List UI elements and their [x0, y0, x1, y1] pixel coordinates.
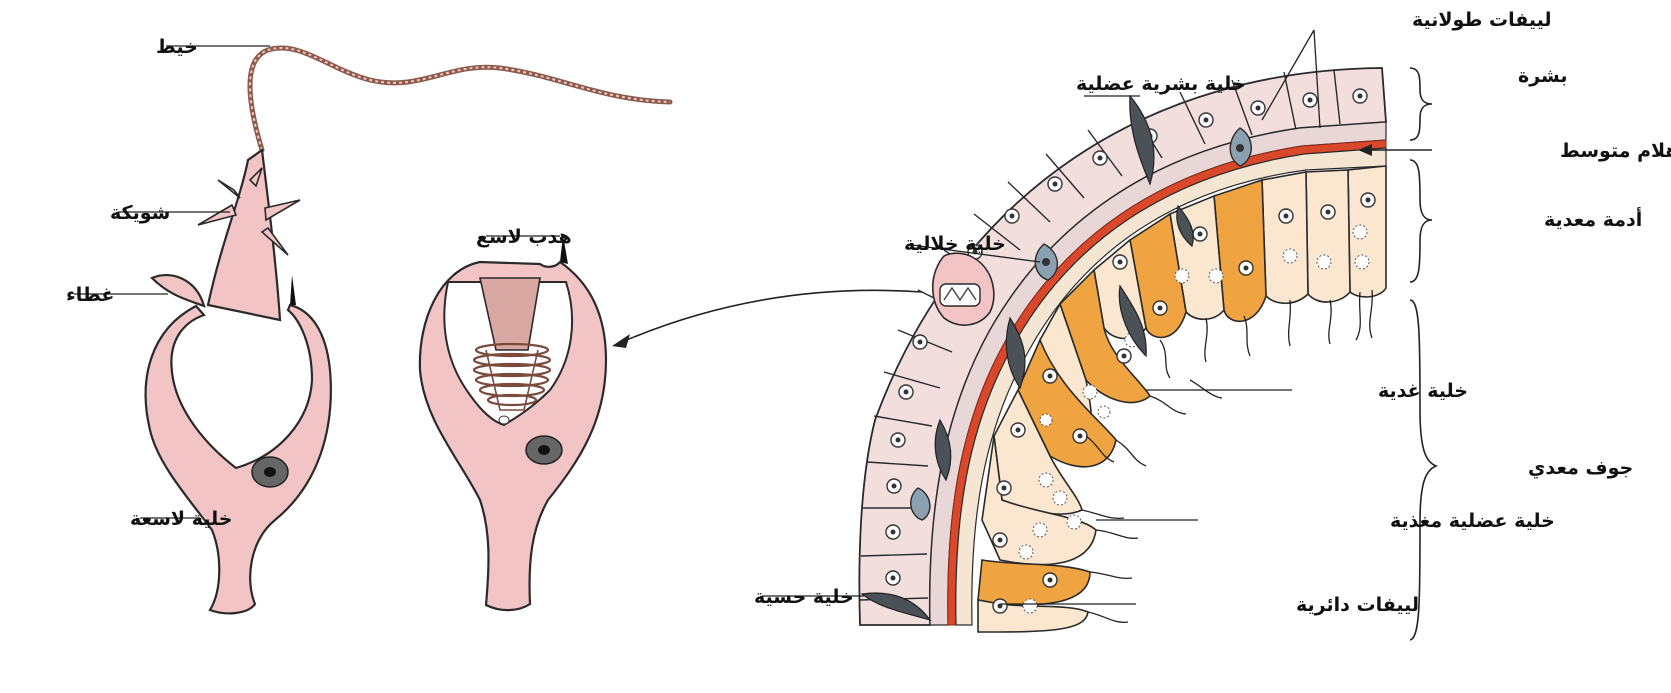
label-gastrovascular-cavity: جوف معدي: [1528, 457, 1633, 480]
gastrodermis-nuclei: [992, 192, 1376, 614]
layer-braces: [1409, 67, 1439, 641]
label-mesoglea: هلام متوسط: [1560, 140, 1671, 162]
label-epidermis: بشرة: [1518, 65, 1568, 87]
circular-fibers-band: [955, 147, 1387, 626]
label-nutritive-muscle-cell: خلية عضلية مغذية: [1390, 510, 1555, 532]
label-thread: خيط: [156, 36, 198, 58]
undischarged-cnidocyte: [418, 235, 608, 612]
lid: [150, 273, 206, 308]
thread: [247, 45, 673, 153]
label-gastrodermis: أدمة معدية: [1544, 207, 1642, 231]
leader-lines: [74, 29, 1321, 605]
gastrodermis-flagella: [1081, 289, 1373, 623]
label-lid: غطاء: [66, 284, 114, 306]
body-wall-section: [858, 67, 1439, 641]
nematocyst-tube: [479, 277, 541, 351]
label-cnidocil: هدب لاسع: [476, 226, 572, 248]
spines: [197, 167, 301, 256]
zoom-arrow: [621, 289, 923, 343]
label-interstitial-cell: خلية خلالية: [904, 233, 1006, 255]
body-wall-cnidocyte: [932, 252, 995, 326]
label-spine: شويكة: [110, 202, 170, 224]
label-epitheliomuscular-cell: خلية بشرية عضلية: [1076, 73, 1246, 95]
label-longitudinal-fibers: لييفات طولانية: [1412, 9, 1552, 31]
cnidocyte-body-left: [144, 303, 332, 615]
label-circular-fibers: لييفات دائرية: [1296, 594, 1419, 616]
nerve-cells: [860, 94, 1194, 622]
coiled-thread: [472, 342, 552, 407]
label-cnidocyte: خلية لاسعة: [130, 508, 232, 530]
interstitial-cells: [910, 127, 1252, 521]
discharged-cnidocyte: [144, 45, 673, 615]
thread-shaft: [206, 148, 282, 322]
gastrodermis-cells: [977, 165, 1387, 633]
label-gland-cell: خلية غدية: [1378, 380, 1468, 402]
label-sensory-cell: خلية حسية: [754, 586, 854, 608]
labels: خيط شويكة غطاء خلية لاسعة هدب لاسع لييفا…: [66, 9, 1671, 616]
